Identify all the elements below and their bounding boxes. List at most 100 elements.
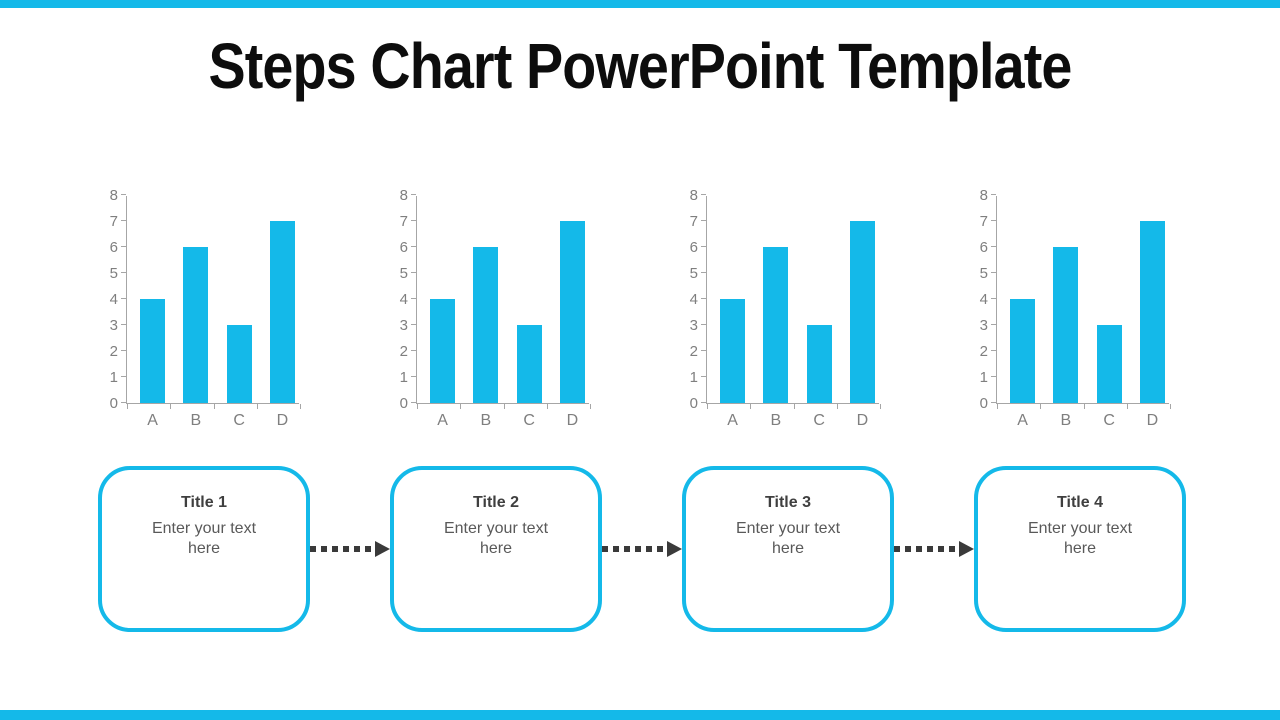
x-axis-tick: [794, 404, 795, 409]
y-axis-tick: [991, 376, 996, 377]
x-axis-tick: [590, 404, 591, 409]
y-axis-tick: [411, 220, 416, 221]
y-axis-tick: [411, 298, 416, 299]
x-axis-category-label: B: [480, 412, 492, 429]
dotted-line: [602, 546, 667, 552]
y-axis-tick: [411, 324, 416, 325]
dotted-arrow-connector-1: [310, 541, 390, 557]
y-axis-tick-label: 6: [109, 239, 118, 256]
x-axis-tick: [707, 404, 708, 409]
x-axis-category-label: A: [1017, 412, 1028, 429]
y-axis-tick: [991, 220, 996, 221]
bar-C: [226, 325, 252, 403]
dotted-arrow-connector-2: [602, 541, 682, 557]
y-axis-tick: [991, 402, 996, 403]
y-axis-tick: [411, 272, 416, 273]
bar-B: [473, 247, 499, 403]
y-axis-tick: [121, 246, 126, 247]
step-body-placeholder: Enter your text here: [151, 520, 257, 557]
y-axis-tick-label: 5: [109, 265, 118, 282]
y-axis-tick-label: 3: [109, 317, 118, 334]
y-axis-tick: [701, 194, 706, 195]
y-axis-tick-label: 8: [109, 187, 118, 204]
x-axis-category-label: C: [523, 412, 535, 429]
y-axis-tick: [121, 402, 126, 403]
x-axis-tick: [1170, 404, 1171, 409]
y-axis-tick: [701, 272, 706, 273]
x-axis-category-label: D: [276, 412, 289, 429]
y-axis-tick-label: 1: [109, 369, 118, 386]
y-axis-tick: [411, 402, 416, 403]
y-axis-tick-label: 3: [399, 317, 408, 334]
bar-C: [516, 325, 542, 403]
bar-A: [720, 299, 746, 403]
x-axis-category-label: B: [190, 412, 202, 429]
y-axis-tick: [121, 220, 126, 221]
bar-D: [849, 221, 875, 403]
y-axis-tick-label: 6: [979, 239, 988, 256]
step-box-1: Title 1 Enter your text here: [98, 466, 310, 632]
y-axis-tick-label: 0: [399, 395, 408, 412]
x-axis-category-label: A: [727, 412, 738, 429]
step-title: Title 3: [765, 494, 811, 511]
steps-row: Title 1 Enter your text here Title 2 Ent…: [98, 466, 1186, 632]
bar-D: [269, 221, 295, 403]
step-body-placeholder: Enter your text here: [1027, 520, 1133, 557]
bar-C: [806, 325, 832, 403]
y-axis-tick-label: 0: [979, 395, 988, 412]
x-axis-tick: [997, 404, 998, 409]
y-axis-tick-label: 8: [689, 187, 698, 204]
y-axis-tick: [701, 402, 706, 403]
y-axis-tick: [991, 246, 996, 247]
step-body-placeholder: Enter your text here: [443, 520, 549, 557]
y-axis-tick-label: 6: [689, 239, 698, 256]
y-axis-tick: [701, 298, 706, 299]
y-axis-tick-label: 1: [399, 369, 408, 386]
y-axis-tick-label: 0: [689, 395, 698, 412]
y-axis-tick-label: 7: [689, 213, 698, 230]
y-axis-tick-label: 3: [979, 317, 988, 334]
step-body-placeholder: Enter your text here: [735, 520, 841, 557]
x-axis-tick: [750, 404, 751, 409]
bar-B: [1053, 247, 1079, 403]
x-axis-tick: [547, 404, 548, 409]
y-axis-tick: [991, 324, 996, 325]
bar-D: [559, 221, 585, 403]
y-axis-tick: [701, 324, 706, 325]
y-axis-tick-label: 8: [979, 187, 988, 204]
y-axis-tick: [701, 376, 706, 377]
bar-C: [1096, 325, 1122, 403]
y-axis-tick: [121, 298, 126, 299]
x-axis-category-label: C: [813, 412, 825, 429]
bar-B: [763, 247, 789, 403]
arrow-right-icon: [959, 541, 974, 557]
y-axis-tick: [411, 376, 416, 377]
y-axis-tick-label: 2: [109, 343, 118, 360]
x-axis-tick: [880, 404, 881, 409]
step-title: Title 1: [181, 494, 227, 511]
y-axis-tick-label: 7: [979, 213, 988, 230]
x-axis-category-label: C: [233, 412, 245, 429]
x-axis-tick: [460, 404, 461, 409]
bar-D: [1139, 221, 1165, 403]
x-axis-tick: [837, 404, 838, 409]
y-axis-tick: [411, 246, 416, 247]
bar-B: [183, 247, 209, 403]
y-axis-tick: [121, 272, 126, 273]
step-box-2: Title 2 Enter your text here: [390, 466, 602, 632]
bar-A: [1010, 299, 1036, 403]
x-axis-category-label: D: [1146, 412, 1159, 429]
x-axis-tick: [214, 404, 215, 409]
x-axis-tick: [1084, 404, 1085, 409]
dotted-arrow-connector-3: [894, 541, 974, 557]
y-axis-tick-label: 2: [399, 343, 408, 360]
arrow-right-icon: [667, 541, 682, 557]
